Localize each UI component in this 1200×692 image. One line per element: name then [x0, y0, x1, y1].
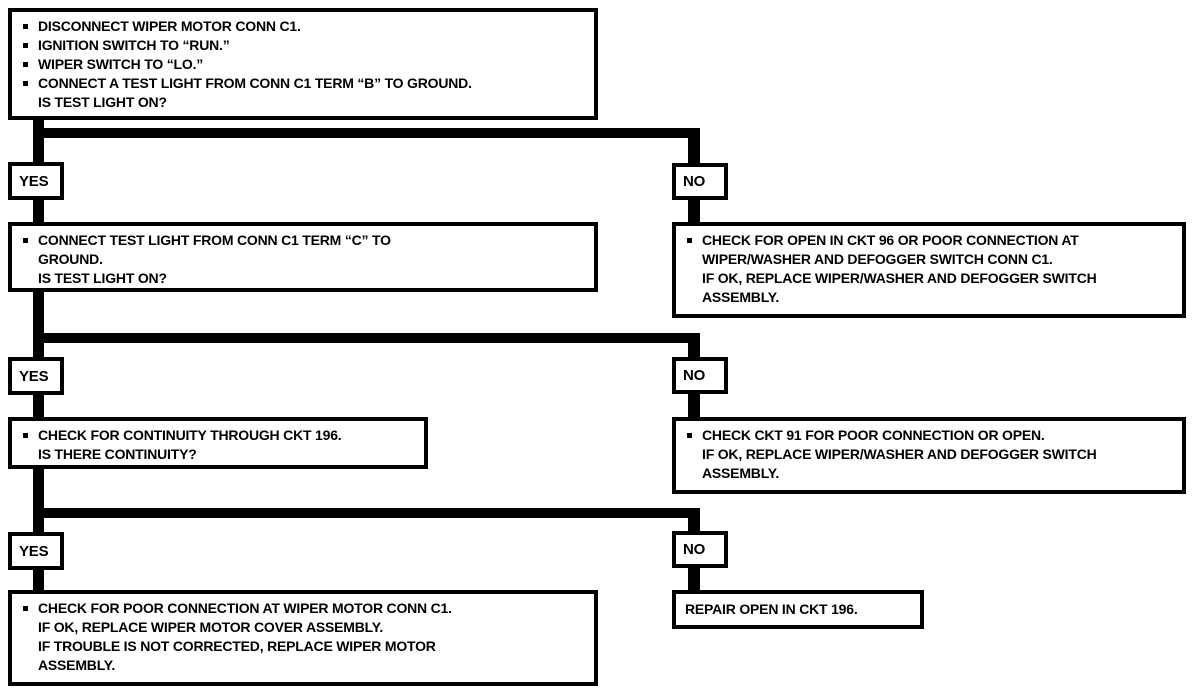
connector-right-drop-3 [688, 510, 700, 534]
connector-no2-down [688, 393, 700, 419]
branch-no-3: NO [672, 531, 728, 568]
square-bullet-icon [23, 62, 28, 67]
branch-yes-1: YES [8, 162, 64, 200]
branch-yes-3-label: YES [19, 542, 49, 560]
square-bullet-icon [687, 433, 692, 438]
square-bullet-icon [23, 606, 28, 611]
step3-yes-box: CHECK FOR CONTINUITY THROUGH CKT 196. IS… [8, 417, 428, 469]
branch-no-1-label: NO [683, 173, 706, 190]
branch-yes-2: YES [8, 357, 64, 395]
branch-yes-1-label: YES [19, 172, 49, 190]
step3-no-line: IF OK, REPLACE WIPER/WASHER AND DEFOGGER… [702, 446, 1097, 462]
step2-yes-box: CONNECT TEST LIGHT FROM CONN C1 TERM “C”… [8, 222, 598, 292]
square-bullet-icon [23, 238, 28, 243]
step1-box: DISCONNECT WIPER MOTOR CONN C1. IGNITION… [8, 8, 598, 120]
step2-no-line: ASSEMBLY. [702, 289, 780, 305]
step3-no-line: ASSEMBLY. [702, 465, 780, 481]
square-bullet-icon [23, 81, 28, 86]
branch-yes-3: YES [8, 532, 64, 570]
branch-no-1: NO [672, 163, 728, 200]
connector-no1-down [688, 198, 700, 224]
square-bullet-icon [23, 433, 28, 438]
step3-yes-question: IS THERE CONTINUITY? [38, 446, 197, 462]
connector-bar-2 [33, 333, 700, 343]
step4-yes-line: IF TROUBLE IS NOT CORRECTED, REPLACE WIP… [38, 638, 436, 654]
connector-left-1 [33, 118, 44, 164]
step3-yes-line: CHECK FOR CONTINUITY THROUGH CKT 196. [38, 427, 342, 443]
step1-line: CONNECT A TEST LIGHT FROM CONN C1 TERM “… [38, 75, 472, 91]
connector-left-2 [33, 290, 44, 359]
connector-yes1-down [33, 198, 44, 224]
step2-yes-line: GROUND. [38, 251, 103, 267]
connector-yes3-down [33, 568, 44, 593]
connector-bar-3 [33, 508, 700, 518]
step3-no-line: CHECK CKT 91 FOR POOR CONNECTION OR OPEN… [702, 427, 1045, 443]
step2-yes-question: IS TEST LIGHT ON? [38, 270, 167, 286]
step1-line: DISCONNECT WIPER MOTOR CONN C1. [38, 18, 301, 34]
connector-no3-down [688, 566, 700, 593]
step4-no-box: REPAIR OPEN IN CKT 196. [672, 590, 924, 629]
step2-no-box: CHECK FOR OPEN IN CKT 96 OR POOR CONNECT… [672, 222, 1186, 318]
branch-no-2: NO [672, 357, 728, 394]
step4-yes-box: CHECK FOR POOR CONNECTION AT WIPER MOTOR… [8, 590, 598, 686]
branch-no-2-label: NO [683, 367, 706, 384]
step2-no-line: IF OK, REPLACE WIPER/WASHER AND DEFOGGER… [702, 270, 1097, 286]
branch-no-3-label: NO [683, 541, 706, 558]
connector-right-drop-1 [688, 130, 700, 167]
connector-left-3 [33, 467, 44, 534]
step3-no-box: CHECK CKT 91 FOR POOR CONNECTION OR OPEN… [672, 417, 1186, 494]
connector-yes2-down [33, 393, 44, 419]
step1-line: WIPER SWITCH TO “LO.” [38, 56, 204, 72]
step2-no-line: CHECK FOR OPEN IN CKT 96 OR POOR CONNECT… [702, 232, 1079, 248]
branch-yes-2-label: YES [19, 367, 49, 385]
square-bullet-icon [23, 24, 28, 29]
step4-yes-line: CHECK FOR POOR CONNECTION AT WIPER MOTOR… [38, 600, 452, 616]
connector-right-drop-2 [688, 335, 700, 359]
connector-bar-1 [33, 128, 700, 138]
step2-no-line: WIPER/WASHER AND DEFOGGER SWITCH CONN C1… [702, 251, 1053, 267]
step4-yes-line: ASSEMBLY. [38, 657, 116, 673]
square-bullet-icon [23, 43, 28, 48]
step4-no-line: REPAIR OPEN IN CKT 196. [685, 601, 858, 617]
step1-line: IGNITION SWITCH TO “RUN.” [38, 37, 230, 53]
step4-yes-line: IF OK, REPLACE WIPER MOTOR COVER ASSEMBL… [38, 619, 384, 635]
step1-question: IS TEST LIGHT ON? [38, 94, 167, 110]
step2-yes-line: CONNECT TEST LIGHT FROM CONN C1 TERM “C”… [38, 232, 391, 248]
square-bullet-icon [687, 238, 692, 243]
